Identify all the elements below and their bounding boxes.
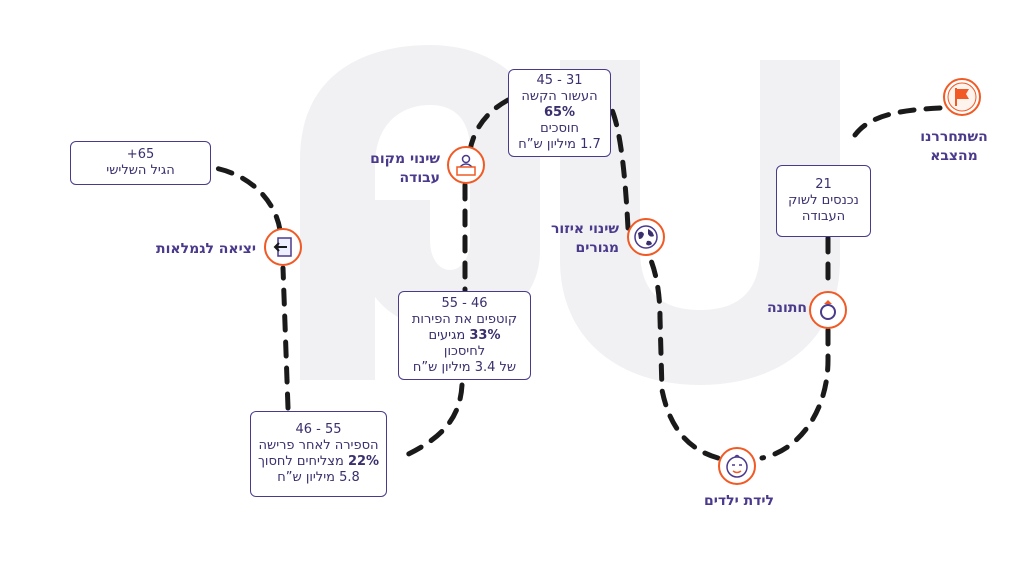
army-label: השתחררנו מהצבא [920,129,988,164]
journey-path [212,97,943,461]
fruits-box: 46 - 55 קוטפים את הפירות 33% מגיעים לחיס… [398,291,531,380]
third-age-line1: הגיל השלישי [106,163,175,178]
countdown-age: 55 - 46 [295,422,342,437]
fruits-line3: לחיסכון [443,343,486,359]
hard-decade-line2: חוסכים [540,121,579,136]
countdown-line1: הספירה לאחר פרישה [258,438,379,453]
work-market-age: 21 [815,177,832,192]
third-age-age: 65+ [126,147,155,162]
hard-decade-percent: 65% [543,105,576,120]
work-market-box: 21 נכנסים לשוק העבודה [776,165,871,237]
fruits-line1: קוטפים את הפירות [411,311,518,327]
countdown-box: 55 - 46 הספירה לאחר פרישה 22% מצליחים לח… [250,411,387,497]
fruits-age: 46 - 55 [441,295,488,311]
baby-icon [718,447,756,485]
exit-arrow-icon [264,228,302,266]
third-age-box: 65+ הגיל השלישי [70,141,211,185]
flag-icon [943,78,981,116]
pension-label: יציאה לגמלאות [156,241,256,257]
residence-label: שינוי איזור מגורים [550,221,619,256]
hard-decade-box: 31 - 45 העשור הקשה 65% חוסכים 1.7 מיליון… [508,69,611,157]
ring-icon [809,291,847,329]
work-market-line2: העבודה [801,209,846,224]
countdown-line3: 5.8 מיליון ש”ח [277,470,360,485]
workstation-icon [447,146,485,184]
workplace-label: שינוי מקום עבודה [370,151,440,186]
work-market-line1: נכנסים לשוק [788,193,859,208]
fruits-line4: של 3.4 מיליון ש”ח [412,359,517,375]
hard-decade-line1: העשור הקשה [521,89,598,104]
globe-icon [627,218,665,256]
wedding-label: חתונה [767,300,807,316]
countdown-line2: מצליחים לחסוך [257,454,344,469]
hard-decade-line3: 1.7 מיליון ש”ח [518,137,601,152]
fruits-line2: מגיעים [428,327,466,343]
birth-label: לידת ילדים [704,493,774,509]
hard-decade-age: 31 - 45 [536,73,583,88]
fruits-percent: 33% [469,327,501,343]
countdown-percent: 22% [347,454,380,469]
